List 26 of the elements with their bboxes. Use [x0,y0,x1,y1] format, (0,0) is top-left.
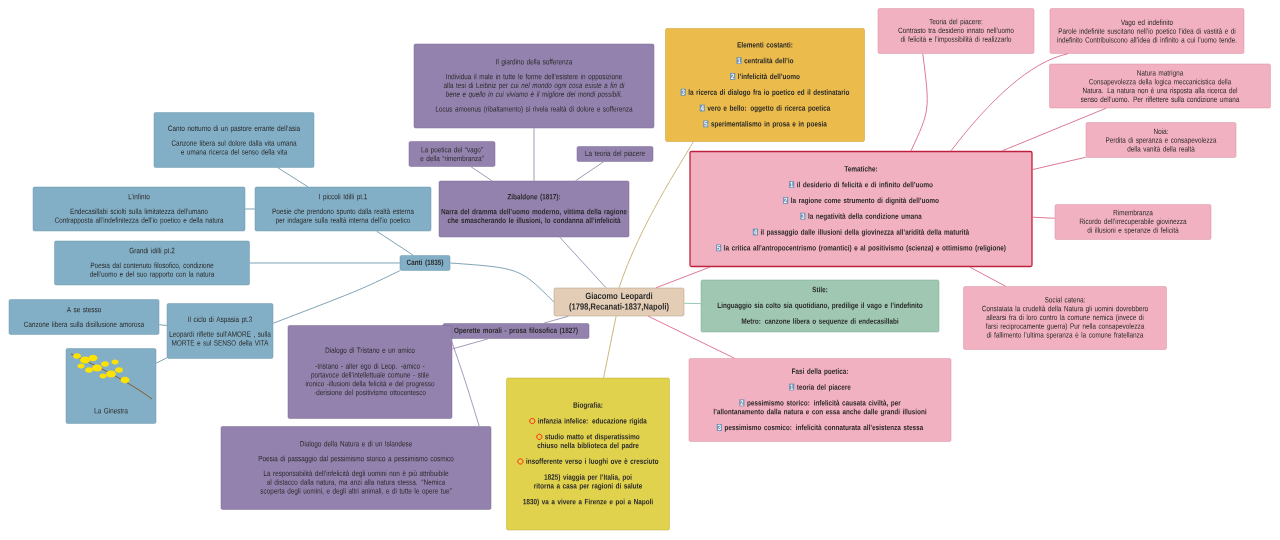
connector-line [376,230,414,256]
connector-line [683,302,702,305]
connector-line [244,208,256,210]
connector-line [618,141,694,289]
connector-line [969,266,1007,287]
connector-line [575,161,605,182]
connector-line [1032,156,1087,170]
connector-line [450,338,480,427]
central-topic-box: Giacomo Leopardi (1798,Recanati-1837,Napoli) [553,287,685,317]
connector-line [647,315,735,359]
connector-line [470,166,493,182]
connector-line [451,338,489,350]
connector-line [910,53,928,152]
connector-line [603,315,617,379]
connector-line [277,167,309,188]
connector-line [158,324,168,326]
connector-line [155,357,168,364]
connector-line [449,262,555,303]
connector-line [543,315,569,324]
connector-line [950,53,1069,152]
connector-line [559,236,607,289]
connector-line [533,127,535,182]
connector-line [655,266,711,289]
connector-line [1032,216,1056,219]
connector-line [249,262,401,264]
connector-line [272,270,401,324]
